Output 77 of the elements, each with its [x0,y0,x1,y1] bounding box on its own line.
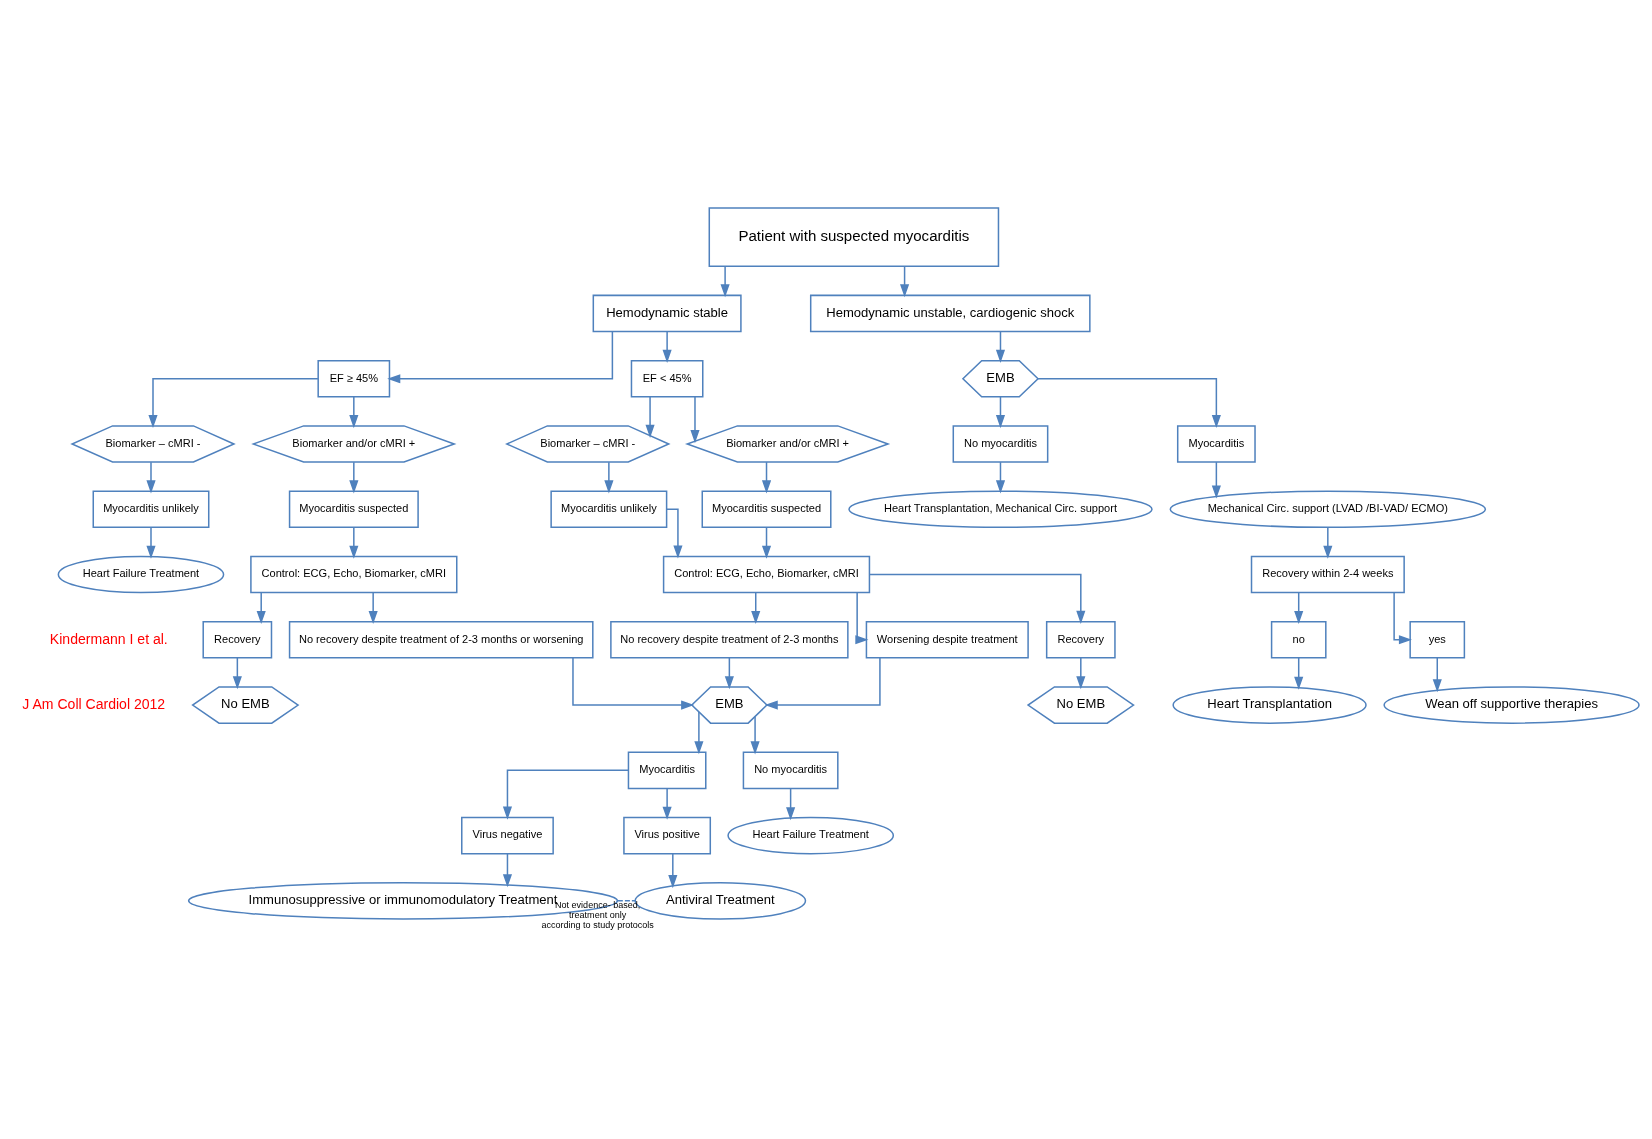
arrow [869,573,1086,624]
node-box: Hemodynamic stable [592,294,742,333]
arrow [368,591,378,624]
node-ellipse: Wean off supportive therapies [1383,686,1640,724]
arrow [256,591,266,624]
arrow [668,853,678,889]
arrow [1037,377,1221,429]
node-box: No myocarditis [952,425,1049,463]
node-box: Virus negative [461,816,554,855]
arrow [146,461,156,494]
node-box: Hemodynamic unstable, cardiogenic shock [809,294,1091,333]
arrow [761,461,772,494]
arrow [690,396,700,444]
arrow [995,396,1006,429]
arrow [724,657,734,690]
arrow [786,787,796,821]
arrow [900,265,910,298]
arrow [750,715,760,755]
arrow [146,526,156,559]
arrow [349,396,359,429]
node-box: No recovery despite treatment of 2-3 months [610,620,849,659]
arrow [694,711,704,755]
node-ellipse: Heart Transplantation, Mechanical Circ. support [848,490,1153,529]
node-box: Myocarditis unlikely [92,490,210,529]
arrow [349,461,359,494]
arrow [662,787,672,820]
arrow [761,526,772,559]
arrow [502,853,513,888]
arrow [1432,657,1442,693]
node-box: EF ≥ 45% [317,359,391,398]
arrow [720,265,730,298]
node-box: Myocarditis suspected [701,490,832,529]
node-box: Myocarditis unlikely [550,490,668,529]
arrow [502,769,629,820]
node-ellipse: Heart Failure Treatment [727,816,895,855]
node-box: no [1270,620,1327,659]
label: Kindermann I et al. [49,630,168,647]
arrow [995,461,1006,494]
arrow [387,330,614,384]
node-box: No myocarditis [742,751,839,790]
arrow [751,591,761,624]
node-box: Recovery within 2-4 weeks [1250,555,1405,594]
label: J Am Coll Cardiol 2012 [22,695,166,712]
node-box: Worsening despite treatment [865,620,1029,659]
arrow [572,657,695,710]
arrow [995,330,1006,363]
node-box: No recovery despite treatment of 2-3 months or worsening [288,620,594,659]
arrow [349,526,359,559]
arrow [1211,461,1221,499]
node-box: EF < 45% [630,359,704,398]
node-box: Virus positive [623,816,712,855]
arrow [604,461,614,494]
arrow [662,330,672,363]
node-box: Control: ECG, Echo, Biomarker, cMRI [250,555,458,594]
arrow [645,396,655,438]
arrow [1294,657,1304,690]
node-box: Myocarditis [1176,425,1256,463]
node-ellipse: Mechanical Circ. support (LVAD /BI-VAD/ ECMO) [1169,490,1487,529]
arrow [764,657,881,710]
node-ellipse: Heart Failure Treatment [57,555,225,594]
arrow [855,591,869,645]
arrow [1323,526,1333,559]
node-box: Myocarditis [627,751,707,790]
node-ellipse: Heart Transplantation [1172,686,1367,724]
connector [617,900,637,902]
node-box: Control: ECG, Echo, Biomarker, cMRI [662,555,871,594]
node-box: Recovery [1045,620,1116,659]
arrow [1294,591,1304,624]
arrow [666,508,683,559]
arrow [232,657,242,690]
node-box: Recovery [202,620,273,659]
node-box: Patient with suspected myocarditis [708,207,1000,267]
node-box: Myocarditis suspected [288,490,419,529]
arrow [148,377,319,429]
node-box: yes [1409,620,1466,659]
arrow [1076,657,1086,690]
arrow [1393,591,1412,645]
